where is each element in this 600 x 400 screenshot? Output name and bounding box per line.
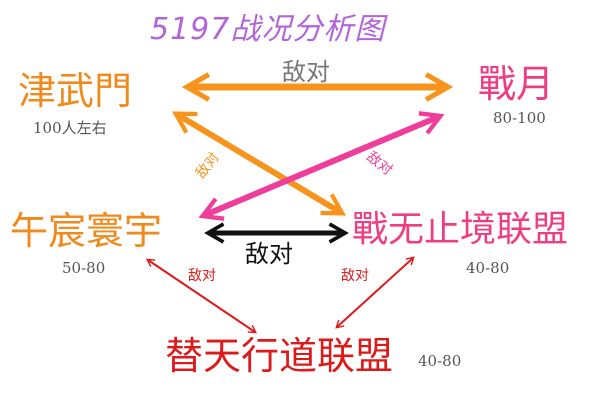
label-bottom-right-relation: 敌对 xyxy=(341,268,369,284)
count-zhanwu: 40-80 xyxy=(466,259,510,277)
label-top-relation: 敌对 xyxy=(282,58,330,86)
node-titian: 替天行道联盟 xyxy=(165,334,394,378)
count-titian: 40-80 xyxy=(418,352,462,370)
diagram-title: 5197战况分析图 xyxy=(150,12,386,47)
count-zhanyue: 80-100 xyxy=(493,109,546,127)
node-wuchen: 午宸寰宇 xyxy=(10,209,163,253)
label-bottom-left-relation: 敌对 xyxy=(188,268,216,284)
arrow-wuchen-titian xyxy=(145,258,258,334)
arrow-wuchen-zhanyue xyxy=(198,111,445,221)
label-middle-relation: 敌对 xyxy=(245,240,293,268)
count-jinwumen: 100人左右 xyxy=(33,119,107,137)
node-jinwumen: 津武門 xyxy=(18,69,133,113)
count-wuchen: 50-80 xyxy=(62,259,106,277)
node-zhanyue: 戰月 xyxy=(478,62,555,106)
arrow-zhanwu-titian xyxy=(335,256,415,329)
node-zhanwu: 戰无止境联盟 xyxy=(352,209,569,250)
